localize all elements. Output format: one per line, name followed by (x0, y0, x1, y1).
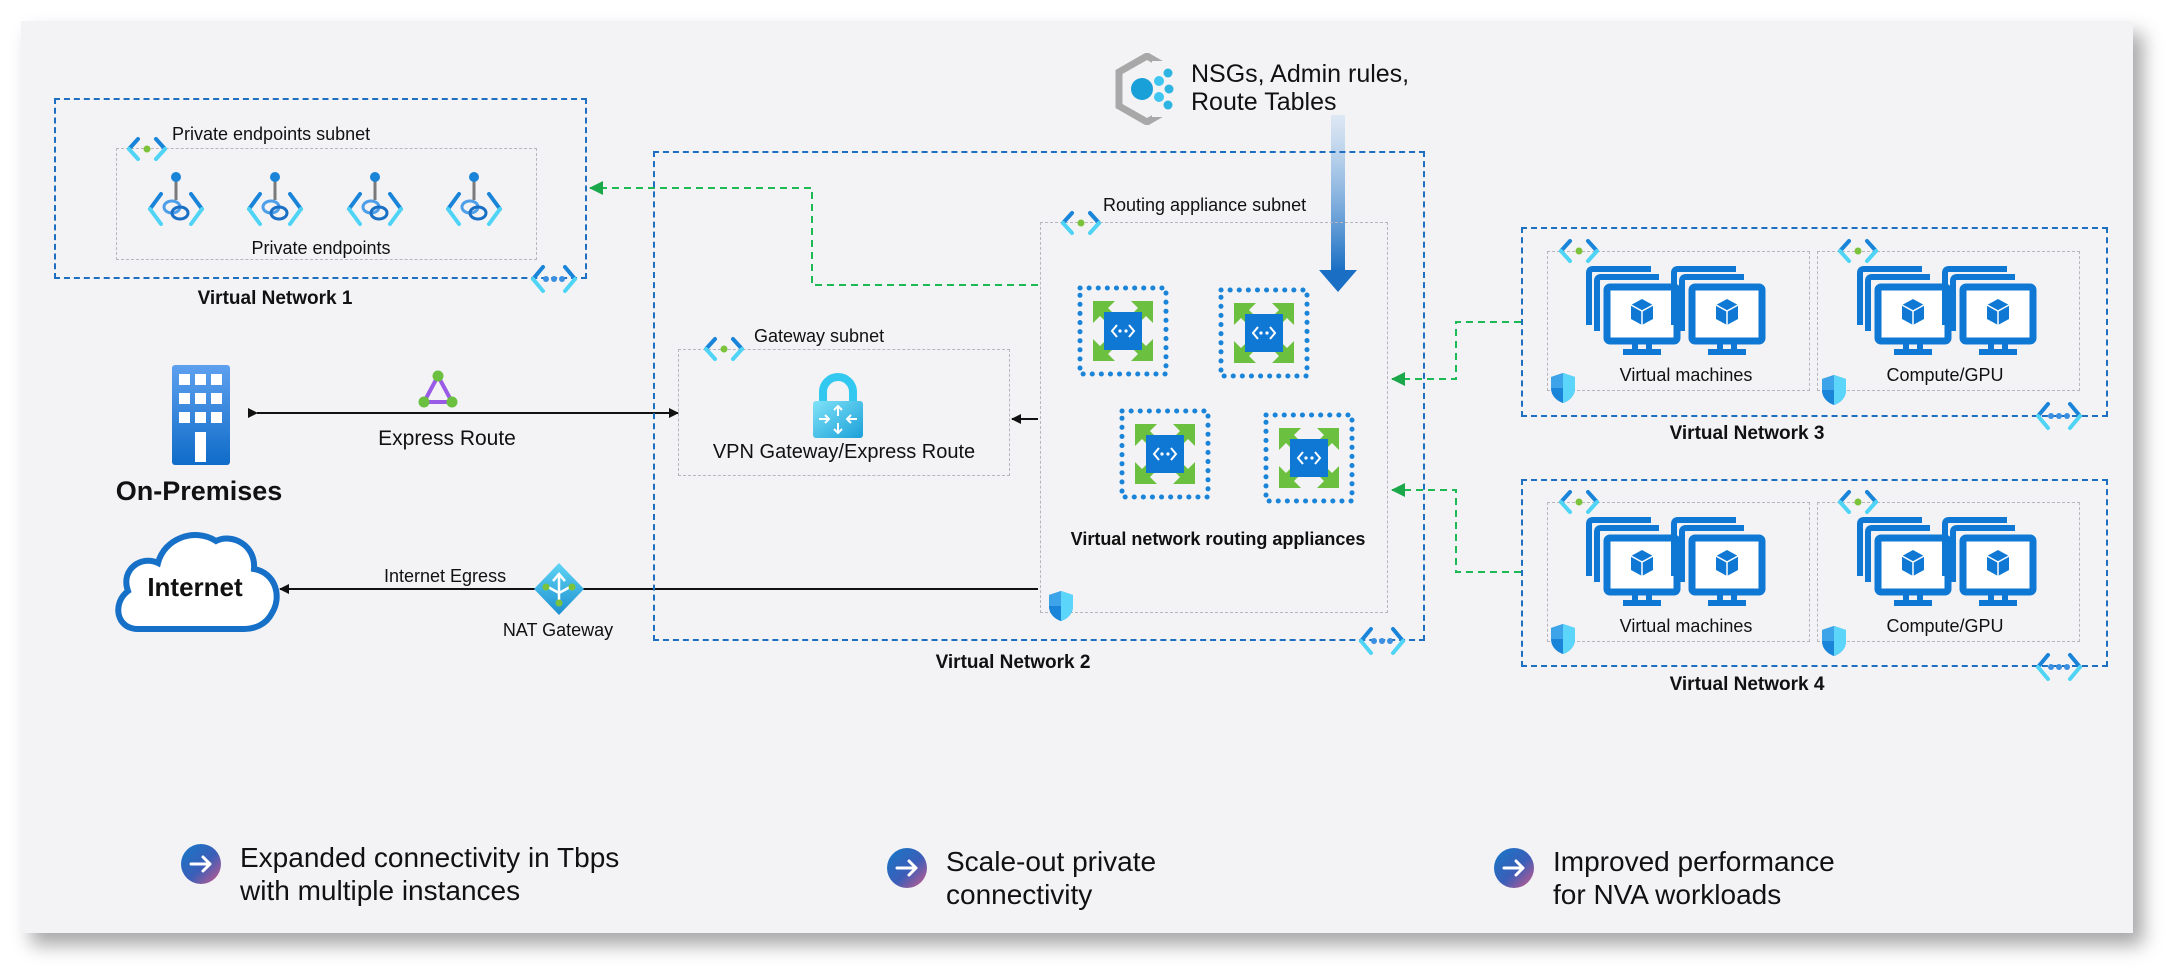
benefit-line: Expanded connectivity in Tbps (240, 842, 620, 873)
compute-subnet-label: Compute/GPU (1886, 365, 2004, 385)
building-icon (172, 365, 230, 465)
arrow-circle-icon (180, 843, 222, 890)
virtual-machine-icon (1856, 265, 1952, 362)
compute-subnet (1817, 502, 2080, 642)
vpn-gateway-label: VPN Gateway/Express Route (712, 441, 976, 463)
virtual-machine-icon (1941, 516, 2037, 613)
private-endpoint-icon (344, 170, 406, 232)
virtual-machine-icon (1585, 516, 1681, 613)
vpn-gateway-icon (813, 372, 863, 438)
express-route-label: Express Route (378, 427, 516, 450)
vnet3-boundary (1521, 227, 2108, 417)
nat-gateway-label: NAT Gateway (502, 620, 614, 640)
vnet4-label: Virtual Network 4 (1669, 674, 1825, 695)
vnet-icon (2035, 401, 2083, 436)
nsg-shield-icon (1821, 625, 1847, 662)
internet-label: Internet (147, 572, 243, 602)
vnet3-label: Virtual Network 3 (1669, 423, 1825, 444)
benefit-line: Improved performance (1553, 846, 1835, 877)
vnet-icon (530, 264, 578, 294)
routing-subnet-label: Routing appliance subnet (1103, 195, 1307, 215)
policy-label-line1: NSGs, Admin rules, (1191, 60, 1410, 88)
nsg-shield-icon (1550, 372, 1576, 409)
benefit-line: with multiple instances (240, 875, 521, 906)
subnet-icon (1558, 489, 1600, 520)
virtual-machine-icon (1670, 516, 1766, 613)
vnet-icon (2035, 652, 2083, 687)
arrow-circle-icon (886, 847, 928, 894)
subnet-icon (1060, 210, 1102, 236)
compute-subnet-label: Compute/GPU (1886, 616, 2004, 636)
vm-subnet (1547, 502, 1810, 642)
routing-appliance-icon (1077, 285, 1169, 382)
nsg-shield-icon (1821, 374, 1847, 411)
virtual-machine-icon (1585, 265, 1681, 362)
subnet-icon (1837, 238, 1879, 269)
virtual-machine-icon (1856, 516, 1952, 613)
subnet-icon (1837, 489, 1879, 520)
private-endpoint-icon (443, 170, 505, 232)
express-route-icon (416, 370, 460, 410)
vnet1-boundary (54, 98, 587, 279)
vnet2-label: Virtual Network 2 (935, 652, 1091, 673)
subnet-icon (703, 336, 745, 362)
routing-appliance-icon (1119, 408, 1211, 505)
network-manager-icon (1112, 51, 1182, 127)
nsg-shield-icon (1048, 590, 1074, 622)
vnet1-label: Virtual Network 1 (197, 288, 353, 309)
nsg-shield-icon (1550, 623, 1576, 660)
internet-egress-label: Internet Egress (384, 566, 507, 586)
compute-subnet (1817, 251, 2080, 391)
subnet-icon (1558, 238, 1600, 269)
routing-appliances-label: Virtual network routing appliances (1070, 529, 1366, 549)
subnet-icon (126, 136, 168, 162)
benefit-line: Scale-out private (946, 846, 1157, 877)
benefit-line: connectivity (946, 879, 1093, 910)
gateway-subnet-label: Gateway subnet (754, 326, 885, 346)
routing-appliance-subnet (1040, 222, 1388, 613)
vnet-icon (1358, 626, 1406, 656)
vm-subnet (1547, 251, 1810, 391)
vnet4-boundary (1521, 479, 2108, 667)
virtual-machine-icon (1941, 265, 2037, 362)
arrow-circle-icon (1493, 847, 1535, 894)
vnet2-boundary (653, 151, 1425, 641)
vm-subnet-label: Virtual machines (1619, 616, 1753, 636)
private-endpoint-group (145, 170, 505, 232)
private-endpoints-label: Private endpoints (251, 238, 391, 258)
private-endpoints-subnet-label: Private endpoints subnet (172, 124, 371, 144)
policy-label-line2: Route Tables (1191, 88, 1337, 116)
internet-cloud-icon (108, 525, 283, 637)
private-endpoints-subnet (116, 148, 537, 260)
benefit-line: for NVA workloads (1553, 879, 1782, 910)
virtual-machine-icon (1670, 265, 1766, 362)
gateway-subnet (678, 349, 1010, 476)
private-endpoint-icon (145, 170, 207, 232)
on-premises-label: On-Premises (115, 476, 283, 506)
private-endpoint-icon (244, 170, 306, 232)
nat-gateway-icon (534, 563, 584, 615)
routing-appliance-icon (1263, 412, 1355, 509)
vm-subnet-label: Virtual machines (1619, 365, 1753, 385)
routing-appliance-icon (1218, 287, 1310, 384)
